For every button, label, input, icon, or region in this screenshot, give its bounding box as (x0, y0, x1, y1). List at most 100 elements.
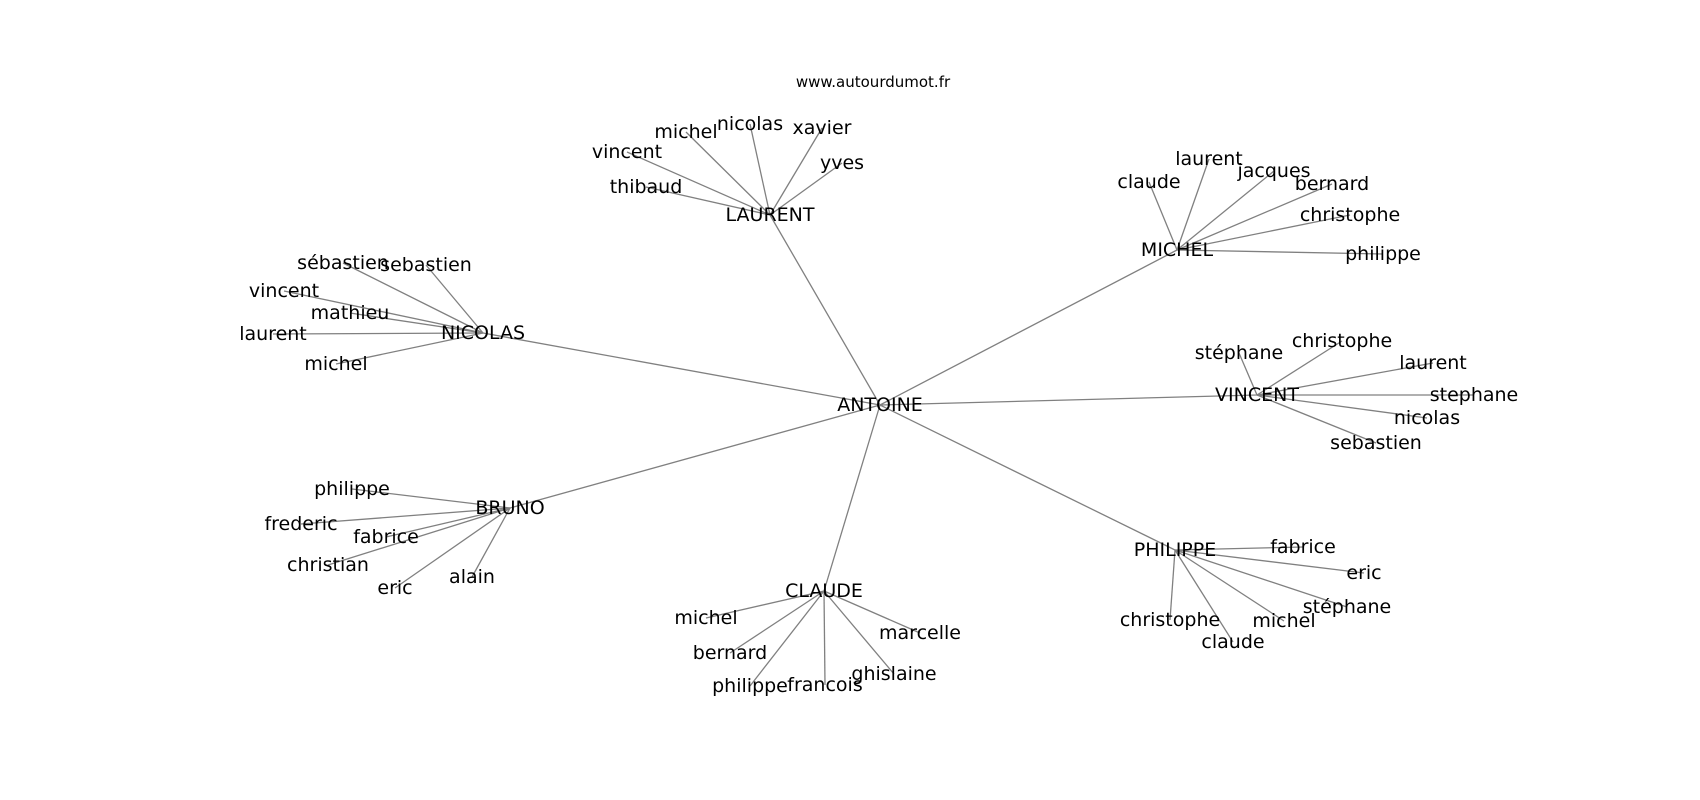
leaf-word[interactable]: ghislaine (851, 663, 936, 685)
edge-philippe-leaf (1174, 549, 1348, 608)
leaf-word[interactable]: thibaud (610, 176, 683, 198)
edge-laurent-leaf (769, 162, 843, 216)
hub-word-bruno[interactable]: BRUNO (475, 497, 544, 519)
leaf-word[interactable]: vincent (592, 141, 662, 163)
leaf-word[interactable]: michel (1252, 610, 1315, 632)
leaf-word[interactable]: yves (820, 152, 864, 174)
leaf-word[interactable]: nicolas (1394, 407, 1460, 429)
edge-michel-leaf (1176, 183, 1333, 251)
edge-vincent-leaf (1238, 352, 1258, 396)
edge-nicolas-leaf (425, 264, 484, 334)
edge-bruno-leaf (300, 507, 511, 525)
leaf-word[interactable]: christophe (1292, 330, 1392, 352)
leaf-word[interactable]: philippe (1345, 243, 1421, 265)
edge-claude-leaf (823, 590, 826, 686)
leaf-word[interactable]: bernard (1295, 173, 1369, 195)
leaf-word[interactable]: laurent (239, 323, 307, 345)
leaf-word[interactable]: christophe (1120, 609, 1220, 631)
leaf-word[interactable]: mathieu (311, 302, 390, 324)
edge-bruno-leaf (394, 507, 511, 589)
edge-philippe-leaf (1174, 546, 1304, 551)
hub-word-claude[interactable]: CLAUDE (785, 580, 863, 602)
edge-claude-leaf (823, 590, 921, 634)
leaf-word[interactable]: stéphane (1195, 342, 1284, 364)
edge-philippe-leaf (1174, 549, 1234, 643)
edge-laurent-leaf (626, 151, 771, 216)
edge-laurent-leaf (749, 123, 771, 216)
leaf-word[interactable]: francois (787, 674, 862, 696)
center-word[interactable]: ANTOINE (837, 394, 923, 416)
leaf-word[interactable]: bernard (693, 642, 767, 664)
edge-center-claude (823, 404, 881, 592)
edge-claude-leaf (729, 590, 825, 654)
leaf-word[interactable]: sébastien (297, 252, 389, 274)
leaf-word[interactable]: eric (1346, 562, 1381, 584)
leaf-word[interactable]: claude (1117, 171, 1180, 193)
edge-philippe-leaf (1174, 549, 1285, 622)
leaf-word[interactable]: philippe (712, 675, 788, 697)
hub-word-laurent[interactable]: LAURENT (726, 204, 815, 226)
leaf-word[interactable]: fabrice (353, 526, 419, 548)
leaf-word[interactable]: stéphane (1303, 596, 1392, 618)
edge-nicolas-leaf (272, 332, 484, 335)
leaf-word[interactable]: claude (1201, 631, 1264, 653)
leaf-word[interactable]: michel (674, 607, 737, 629)
hub-word-nicolas[interactable]: NICOLAS (441, 322, 525, 344)
edge-center-laurent (769, 214, 881, 406)
edge-laurent-leaf (685, 131, 771, 216)
leaf-word[interactable]: michel (304, 353, 367, 375)
leaf-word[interactable]: stephane (1430, 384, 1519, 406)
leaf-word[interactable]: fabrice (1270, 536, 1336, 558)
edge-michel-leaf (1148, 181, 1178, 251)
leaf-word[interactable]: sebastien (380, 254, 472, 276)
graph-edges (272, 123, 1474, 687)
hub-word-philippe[interactable]: PHILIPPE (1134, 539, 1216, 561)
edge-michel-leaf (1176, 249, 1384, 255)
edge-claude-leaf (823, 590, 895, 675)
edge-nicolas-leaf (349, 312, 484, 334)
edge-center-nicolas (482, 332, 881, 406)
leaf-word[interactable]: sebastien (1330, 432, 1422, 454)
edge-center-michel (879, 249, 1178, 406)
edge-center-vincent (879, 394, 1258, 406)
leaf-word[interactable]: marcelle (879, 622, 961, 644)
leaf-word[interactable]: eric (377, 577, 412, 599)
edge-laurent-leaf (769, 127, 823, 216)
leaf-word[interactable]: christian (287, 554, 369, 576)
edge-michel-leaf (1176, 214, 1351, 251)
edge-vincent-leaf (1256, 340, 1343, 396)
edge-laurent-leaf (645, 186, 771, 216)
leaf-word[interactable]: nicolas (717, 113, 783, 135)
leaf-word[interactable]: laurent (1399, 352, 1467, 374)
edge-claude-leaf (749, 590, 825, 687)
edge-vincent-leaf (1256, 362, 1434, 396)
edge-bruno-leaf (385, 507, 511, 538)
edge-vincent-leaf (1256, 394, 1428, 419)
leaf-word[interactable]: alain (449, 566, 495, 588)
edge-center-bruno (509, 404, 881, 509)
leaf-word[interactable]: michel (654, 121, 717, 143)
edge-nicolas-leaf (283, 290, 484, 334)
edge-philippe-leaf (1169, 549, 1176, 621)
edge-bruno-leaf (351, 488, 511, 509)
leaf-word[interactable]: philippe (314, 478, 390, 500)
edge-vincent-leaf (1256, 394, 1377, 444)
hub-word-vincent[interactable]: VINCENT (1215, 384, 1299, 406)
leaf-word[interactable]: laurent (1175, 148, 1243, 170)
leaf-word[interactable]: frederic (264, 513, 337, 535)
edge-bruno-leaf (471, 507, 511, 578)
edge-bruno-leaf (327, 507, 511, 566)
site-label[interactable]: www.autourdumot.fr (796, 73, 951, 91)
edge-nicolas-leaf (342, 262, 484, 334)
edge-nicolas-leaf (335, 332, 484, 365)
edge-claude-leaf (705, 590, 825, 619)
leaf-word[interactable]: xavier (793, 117, 852, 139)
leaf-word[interactable]: christophe (1300, 204, 1400, 226)
hub-word-michel[interactable]: MICHEL (1141, 239, 1214, 261)
leaf-word[interactable]: jacques (1236, 160, 1310, 182)
edge-philippe-leaf (1174, 549, 1365, 574)
leaf-word[interactable]: vincent (249, 280, 319, 302)
edge-center-philippe (879, 404, 1176, 551)
